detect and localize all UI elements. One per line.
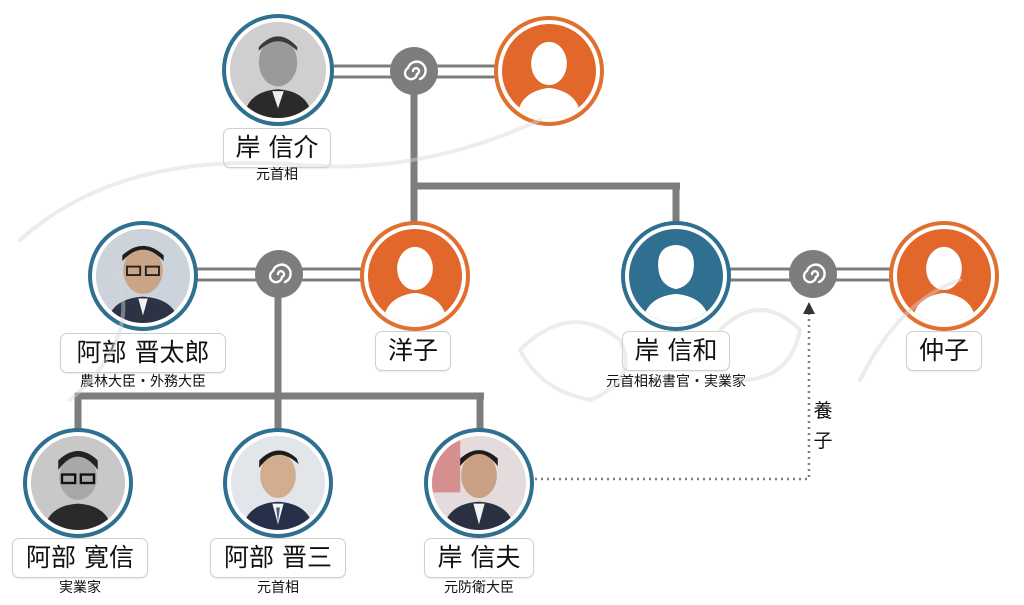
name-label: 仲子 bbox=[906, 331, 982, 371]
portrait-man-suit-icon bbox=[231, 436, 325, 530]
nobuo-avatar bbox=[424, 428, 534, 538]
adoption-arrow-icon bbox=[803, 302, 815, 314]
name-label: 洋子 bbox=[375, 331, 451, 371]
shinzo-avatar bbox=[223, 428, 333, 538]
marriage-icon bbox=[390, 47, 438, 95]
female-silhouette-icon bbox=[912, 246, 976, 323]
portrait-man-glasses-icon bbox=[96, 229, 190, 323]
name-label: 岸 信介 bbox=[223, 128, 331, 168]
name-label: 阿部 晋太郎 bbox=[60, 333, 226, 373]
title-label: 元首相秘書官・実業家 bbox=[606, 374, 746, 390]
nakako-avatar bbox=[889, 221, 999, 331]
shintaro-avatar bbox=[88, 221, 198, 331]
nobusuke-avatar bbox=[222, 14, 334, 126]
male-silhouette-icon bbox=[642, 244, 710, 323]
portrait-elderly-man-icon bbox=[230, 22, 326, 118]
title-label: 実業家 bbox=[59, 580, 101, 596]
marriage-icon bbox=[789, 250, 837, 298]
title-label: 元防衛大臣 bbox=[444, 580, 514, 596]
title-label: 元首相 bbox=[257, 580, 299, 596]
nobukazu-avatar bbox=[621, 221, 731, 331]
name-label: 阿部 寛信 bbox=[12, 538, 148, 578]
title-label: 農林大臣・外務大臣 bbox=[80, 374, 206, 390]
nobusuke-wife-avatar bbox=[494, 16, 604, 126]
name-label: 阿部 晋三 bbox=[210, 538, 346, 578]
name-label: 岸 信和 bbox=[622, 331, 730, 371]
yoko-avatar bbox=[360, 221, 470, 331]
title-label: 元首相 bbox=[256, 167, 298, 183]
portrait-young-man-glasses-icon bbox=[31, 436, 125, 530]
name-label: 岸 信夫 bbox=[424, 538, 534, 578]
adoption-line bbox=[535, 312, 811, 481]
marriage-icon bbox=[255, 250, 303, 298]
female-silhouette-icon bbox=[383, 246, 447, 323]
female-silhouette-icon bbox=[517, 41, 581, 118]
adoption-label: 養子 bbox=[813, 400, 833, 452]
hironobu-avatar bbox=[23, 428, 133, 538]
portrait-man-suit-icon bbox=[432, 436, 526, 530]
